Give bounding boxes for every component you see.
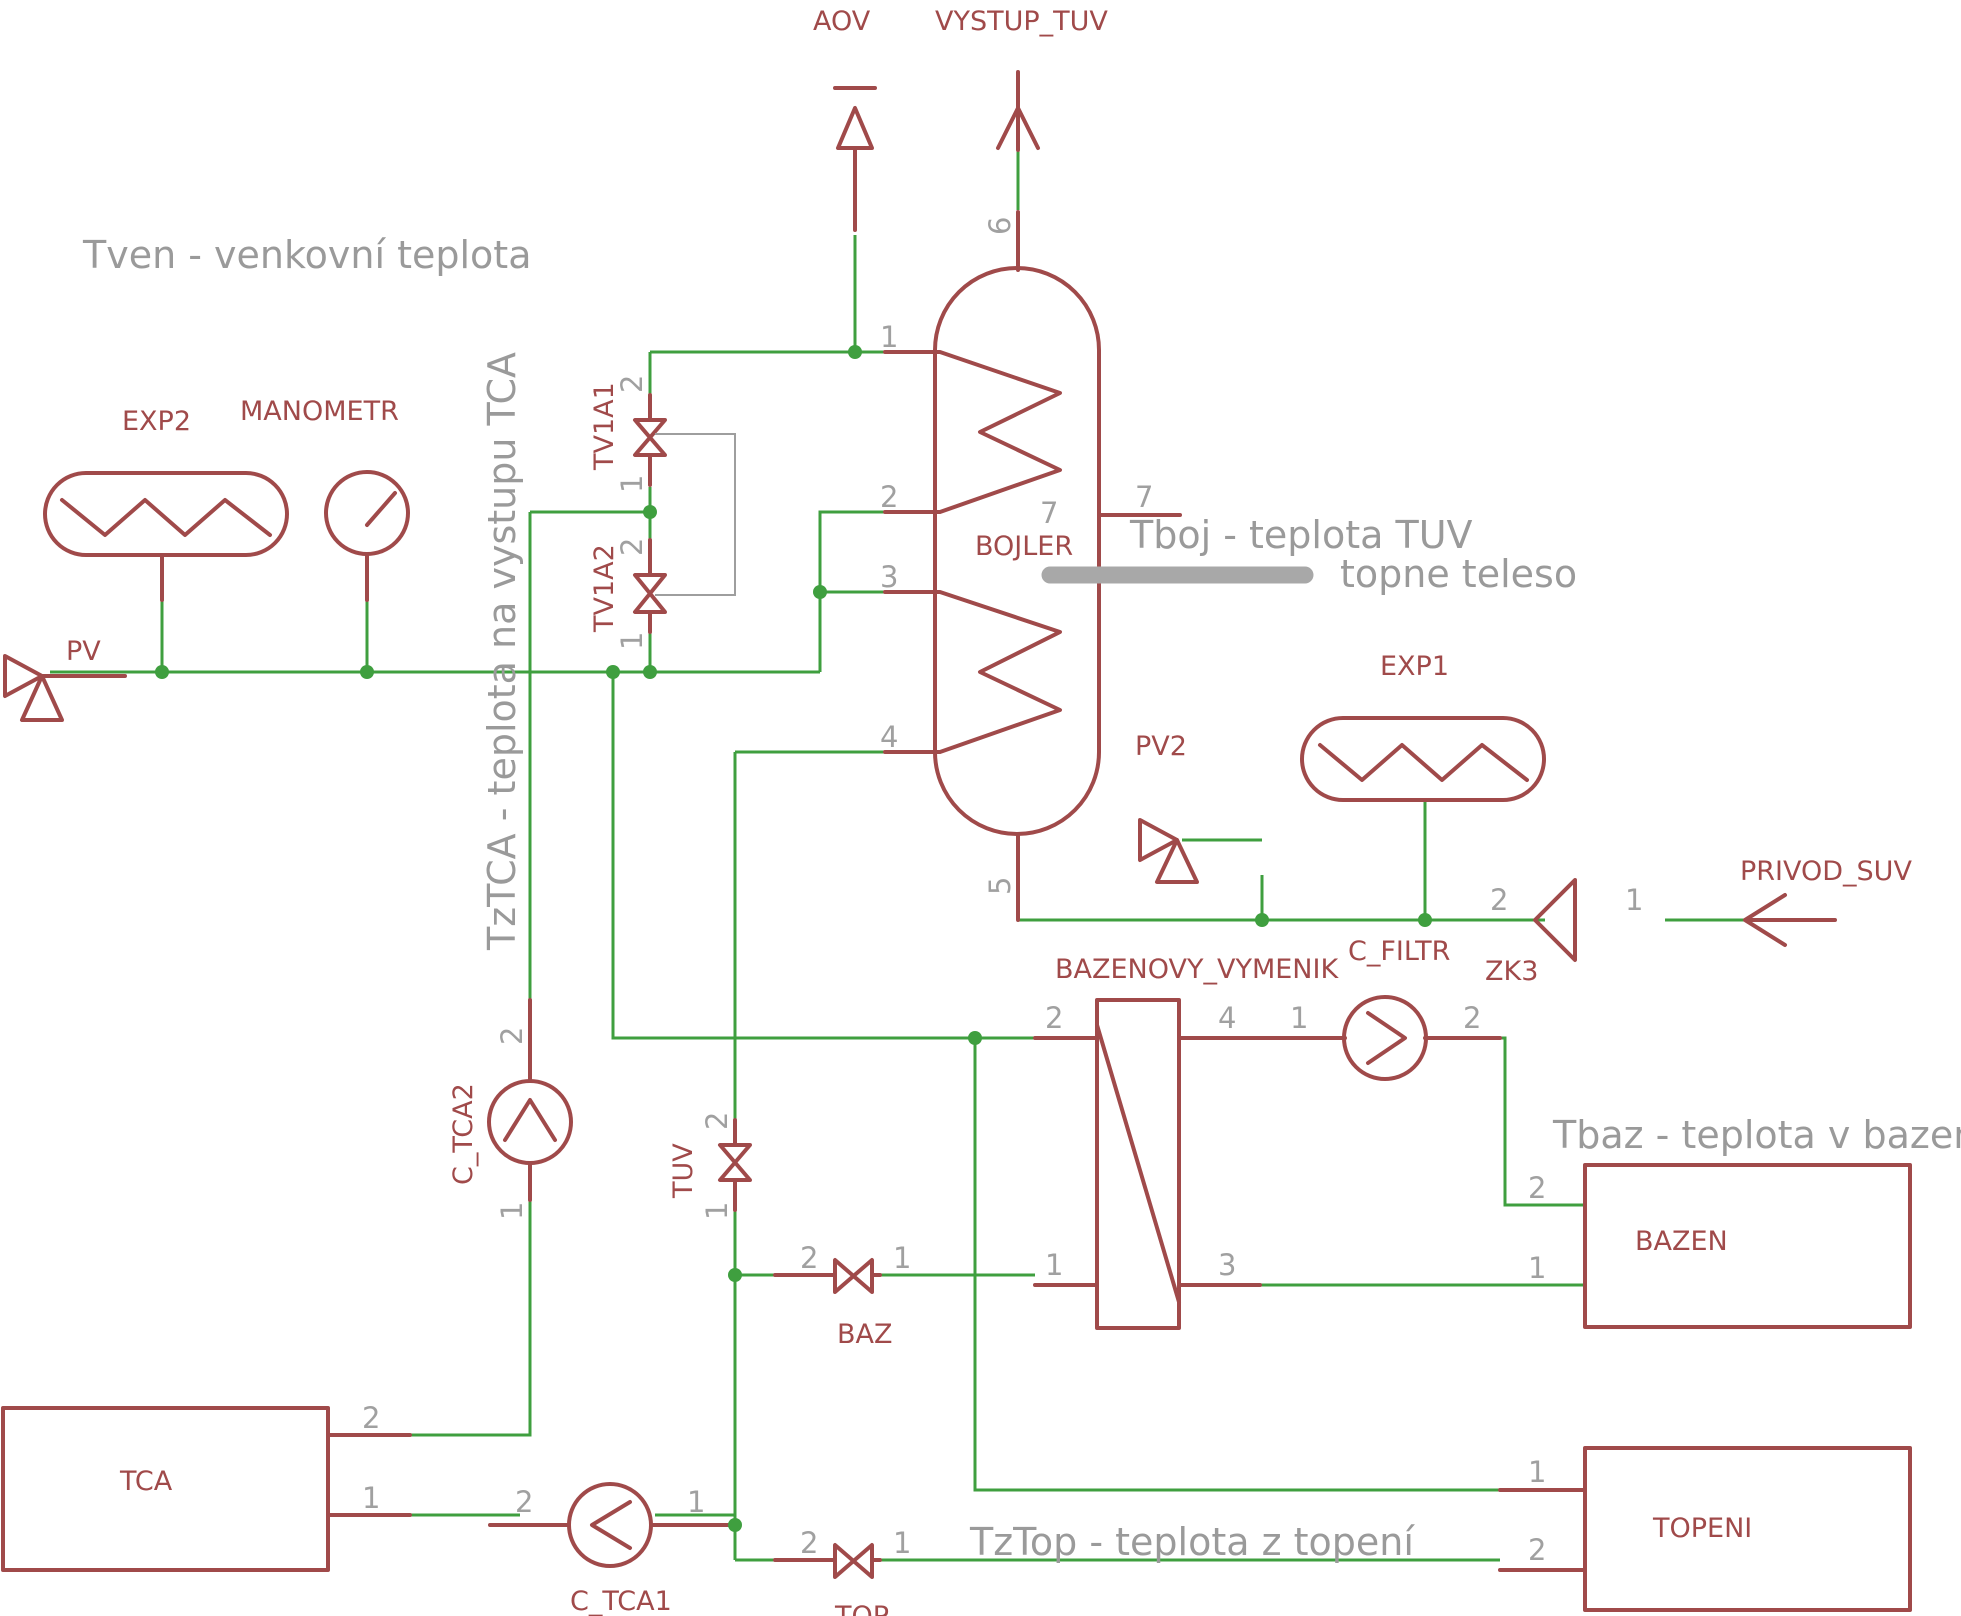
label-zk3: ZK3 <box>1485 956 1538 987</box>
pin-number: 3 <box>880 560 898 594</box>
pin-number: 2 <box>615 375 649 393</box>
label-tuv: TUV <box>668 1143 699 1199</box>
pin-number: 4 <box>1218 1001 1236 1035</box>
bazen-block <box>1583 1163 1912 1329</box>
aov-air-vent <box>833 86 877 232</box>
pin-number: 1 <box>362 1481 380 1515</box>
pin-number: 2 <box>700 1112 734 1130</box>
pin-number: 2 <box>1490 883 1508 917</box>
pin-number: 1 <box>1528 1251 1546 1285</box>
label-tv1a1: TV1A1 <box>589 382 620 471</box>
pin-number: 7 <box>1135 480 1153 514</box>
pin-number: 1 <box>893 1526 911 1560</box>
bojler-tank <box>883 210 1182 922</box>
note-topne-teleso: topne teleso <box>1340 552 1577 596</box>
c-tca2-pump <box>487 998 573 1202</box>
pin-number: 7 <box>1040 496 1058 530</box>
pin-number: 5 <box>983 877 1017 895</box>
pin-number: 3 <box>1218 1248 1236 1282</box>
exp2-expansion-vessel <box>43 471 289 602</box>
note-tbaz: Tbaz - teplota v bazenu <box>1552 1113 1961 1157</box>
pin-number: 2 <box>362 1401 380 1435</box>
pin-number: 2 <box>1528 1171 1546 1205</box>
pin-number: 2 <box>495 1027 529 1045</box>
pin-number: 1 <box>687 1485 705 1519</box>
label-exp2: EXP2 <box>122 406 191 437</box>
junction-dots <box>155 345 1432 1532</box>
note-tztop: TzTop - teplota z topení <box>969 1520 1415 1564</box>
pv-safety-valve <box>3 654 127 722</box>
topeni-block <box>1583 1446 1912 1612</box>
label-pv: PV <box>66 636 101 667</box>
label-topeni: TOPENI <box>1652 1513 1752 1544</box>
tv1a2-valve <box>633 538 667 634</box>
pin-number: 1 <box>1290 1001 1308 1035</box>
note-tven: Tven - venkovní teplota <box>82 233 532 277</box>
pin-number: 2 <box>800 1526 818 1560</box>
pin-number: 2 <box>800 1241 818 1275</box>
pin-numbers: 1 2 3 4 7 7 6 5 2 1 2 1 2 1 2 4 1 3 1 2 … <box>362 217 1643 1567</box>
pin-number: 1 <box>615 475 649 493</box>
note-tztca: TzTCA - teplota na vystupu TCA <box>480 352 524 951</box>
exp1-expansion-vessel <box>1300 716 1546 802</box>
pin-number: 1 <box>880 320 898 354</box>
c-tca1-pump <box>488 1482 737 1568</box>
tuv-valve <box>718 1118 752 1212</box>
pin-number: 1 <box>495 1202 529 1220</box>
component-labels: AOV VYSTUP_TUV EXP2 MANOMETR PV BOJLER P… <box>66 6 1912 1616</box>
pin-number: 2 <box>880 480 898 514</box>
wires <box>50 150 1835 1562</box>
pin-number: 1 <box>1625 883 1643 917</box>
top-valve <box>773 1543 882 1579</box>
pin-number: 1 <box>700 1202 734 1220</box>
label-bojler: BOJLER <box>975 531 1073 562</box>
pin-number: 1 <box>1528 1455 1546 1489</box>
pin-number: 2 <box>1463 1001 1481 1035</box>
label-bazen: BAZEN <box>1635 1226 1728 1257</box>
label-bazenovy-vymenik: BAZENOVY_VYMENIK <box>1055 954 1339 985</box>
label-exp1: EXP1 <box>1380 651 1449 682</box>
label-tca: TCA <box>119 1466 173 1497</box>
pin-number: 2 <box>515 1485 533 1519</box>
privod-suv-arrow <box>1743 893 1837 947</box>
manometr-gauge <box>324 470 410 602</box>
pin-number: 2 <box>1528 1533 1546 1567</box>
pin-number: 2 <box>615 538 649 556</box>
annotations: Tven - venkovní teplota Tboj - teplota T… <box>82 233 1961 1564</box>
tca-block <box>1 1406 330 1572</box>
note-tboj: Tboj - teplota TUV <box>1129 513 1473 557</box>
label-c-tca2: C_TCA2 <box>448 1083 479 1185</box>
label-top: TOP <box>834 1601 889 1616</box>
baz-valve <box>773 1258 882 1294</box>
pv2-safety-valve <box>1138 818 1199 884</box>
label-c-tca1: C_TCA1 <box>570 1586 672 1616</box>
label-c-filtr: C_FILTR <box>1348 936 1450 967</box>
pin-number: 2 <box>1045 1001 1063 1035</box>
label-baz: BAZ <box>837 1319 893 1350</box>
tv1a1-valve <box>633 393 736 596</box>
pool-pump <box>1258 995 1502 1081</box>
pin-number: 1 <box>893 1241 911 1275</box>
label-vystup-tuv: VYSTUP_TUV <box>935 6 1108 37</box>
zk3-check-valve <box>1533 878 1577 962</box>
label-manometr: MANOMETR <box>240 396 399 427</box>
label-tv1a2: TV1A2 <box>589 544 620 633</box>
pin-number: 1 <box>615 632 649 650</box>
label-pv2: PV2 <box>1135 731 1187 762</box>
label-aov: AOV <box>813 6 871 37</box>
pin-number: 1 <box>1045 1248 1063 1282</box>
pin-number: 6 <box>983 217 1017 235</box>
bazenovy-vymenik-exchanger <box>1033 998 1262 1330</box>
pin-number: 4 <box>880 720 898 754</box>
vystup-tuv-arrow <box>996 70 1040 152</box>
label-privod-suv: PRIVOD_SUV <box>1740 856 1912 887</box>
